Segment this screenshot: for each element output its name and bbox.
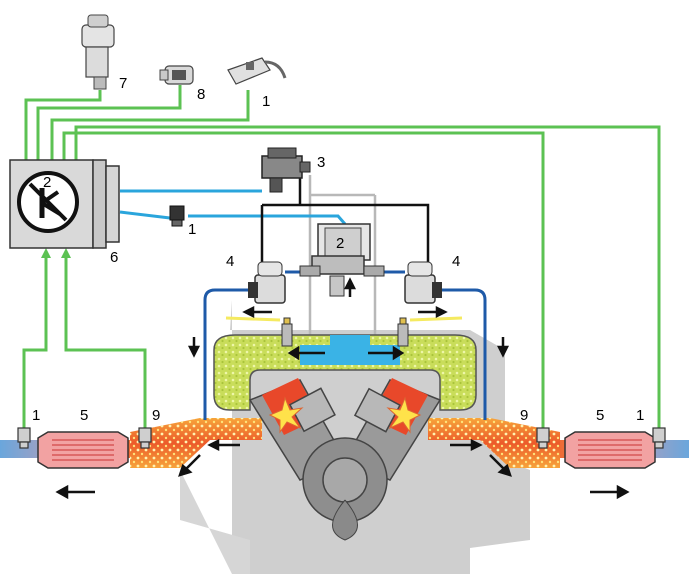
label-probe-1-left: 1 <box>32 407 40 424</box>
lambda-probe <box>17 427 666 449</box>
flow-arrow-icon <box>55 277 630 500</box>
label-pump-2: 2 <box>336 235 344 252</box>
label-valve-3: 3 <box>317 154 325 171</box>
combination-valve-left <box>248 261 286 304</box>
label-valve-4-left: 4 <box>226 253 234 270</box>
speed-sensor <box>227 57 287 85</box>
label-valve-4-right: 4 <box>452 253 460 270</box>
label-maf-sensor: 7 <box>119 75 127 92</box>
sensor-signal-wires <box>22 85 661 428</box>
label-sensor-1-top: 1 <box>262 93 270 110</box>
vacuum-lines <box>119 189 347 225</box>
label-ecu-6: 6 <box>110 249 118 266</box>
label-probe-9-left: 9 <box>152 407 160 424</box>
label-small-sensor-1: 1 <box>188 221 196 238</box>
temperature-sensor <box>159 65 194 85</box>
label-probe-9-right: 9 <box>520 407 528 424</box>
pressure-sensor-small <box>169 205 185 227</box>
ecu-icon: 2 <box>9 159 120 249</box>
spark-icon <box>268 396 304 434</box>
svg-text:2: 2 <box>43 174 51 191</box>
engine-cylinders <box>248 378 442 541</box>
control-wires <box>260 178 430 262</box>
catalytic-converter-left <box>37 431 129 469</box>
catalytic-converter-right <box>564 431 656 469</box>
label-converter-5-right: 5 <box>596 407 604 424</box>
injection-stream <box>225 316 463 322</box>
combustion-mix-passage <box>213 334 477 411</box>
label-converter-5-left: 5 <box>80 407 88 424</box>
spark-icon <box>386 396 422 434</box>
flow-arrow-icon <box>41 248 71 258</box>
fuel-injector-right <box>397 317 409 347</box>
combination-valve-right <box>404 261 442 304</box>
changeover-valve <box>261 147 311 193</box>
secondary-air-pump <box>299 223 385 297</box>
label-probe-1-right: 1 <box>636 407 644 424</box>
label-sensor-8: 8 <box>197 86 205 103</box>
air-mass-meter <box>81 14 115 90</box>
fuel-injector-left <box>281 317 293 347</box>
